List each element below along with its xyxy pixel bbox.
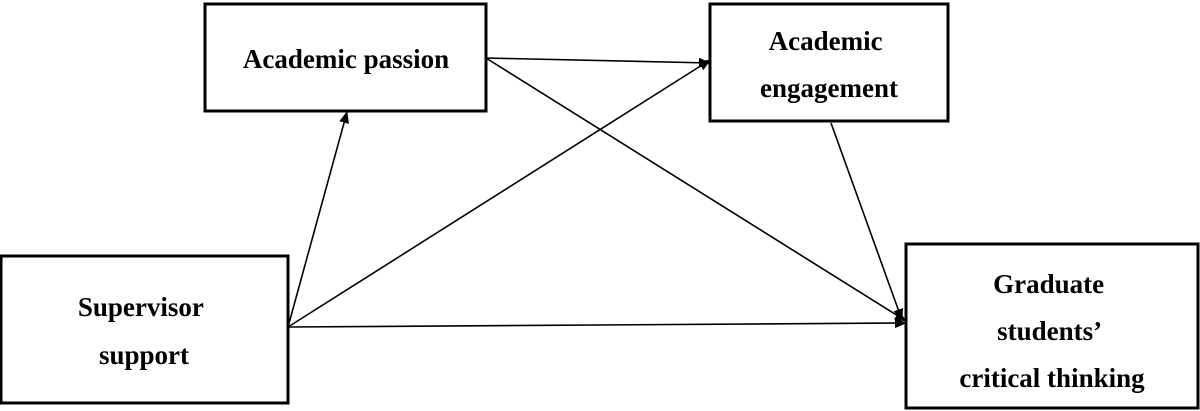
- node-academic-passion: Academic passion: [203, 2, 488, 113]
- edge-academic-engagement-to-critical-thinking: [830, 122, 903, 321]
- node-box: [904, 242, 1200, 410]
- node-label: Supervisor support: [78, 292, 210, 370]
- node-critical-thinking: Graduate students’ critical thinking: [904, 242, 1200, 410]
- node-label-line: Graduate: [993, 269, 1104, 299]
- node-label-line: critical thinking: [959, 363, 1145, 393]
- node-label: Academic engagement: [760, 26, 898, 103]
- edge-academic-passion-to-academic-engagement: [485, 57, 711, 68]
- node-label-line: Academic passion: [243, 44, 449, 74]
- node-label: Academic passion: [243, 44, 449, 74]
- edge-supervisor-support-to-academic-engagement: [287, 59, 711, 328]
- node-label: Graduate students’ critical thinking: [959, 269, 1145, 393]
- node-label-line: engagement: [760, 73, 898, 103]
- node-box: [203, 2, 488, 113]
- node-supervisor-support: Supervisor support: [0, 254, 290, 405]
- node-label-line: Supervisor: [78, 292, 204, 322]
- node-label-line: support: [99, 340, 189, 370]
- node-box: [0, 254, 290, 405]
- node-label-line: students’: [997, 316, 1101, 346]
- edge-supervisor-support-to-critical-thinking: [287, 318, 907, 329]
- node-academic-engagement: Academic engagement: [708, 2, 950, 123]
- edge-academic-passion-to-critical-thinking: [485, 57, 907, 322]
- node-label-line: Academic: [769, 26, 883, 56]
- edge-supervisor-support-to-academic-passion: [287, 111, 349, 328]
- node-box: [708, 2, 950, 123]
- edges-layer: [287, 57, 907, 329]
